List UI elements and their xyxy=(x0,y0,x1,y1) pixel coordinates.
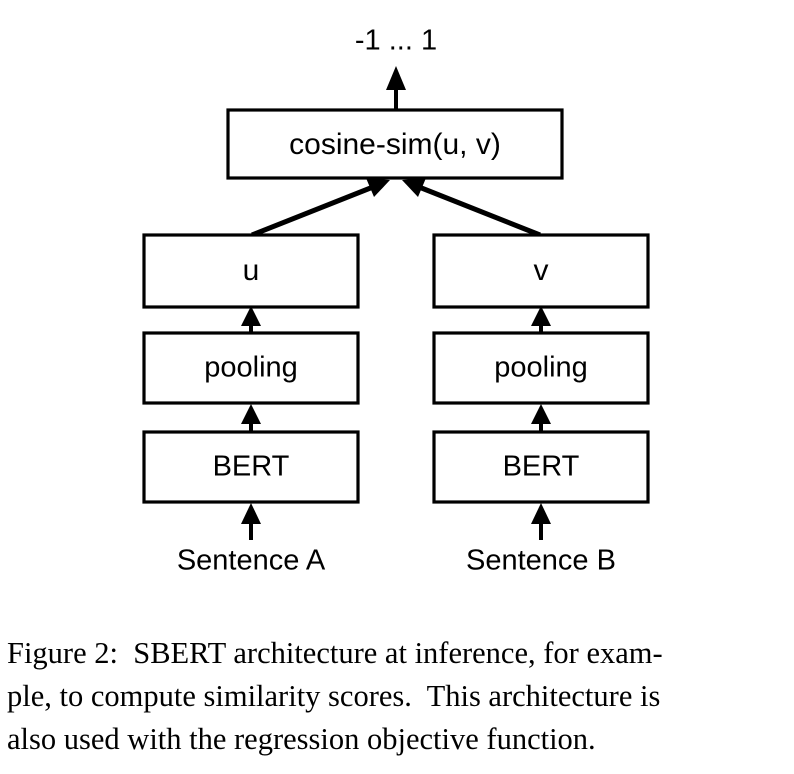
arrow-sentence-a-to-bert xyxy=(241,503,261,540)
arrow-left-pooling-to-u xyxy=(241,306,261,333)
caption-line-2: ple, to compute similarity scores. This … xyxy=(7,679,661,713)
figure-caption: Figure 2: SBERT architecture at inferenc… xyxy=(7,632,787,761)
caption-line-1: Figure 2: SBERT architecture at inferenc… xyxy=(7,636,663,670)
output-range-label: -1 ... 1 xyxy=(355,25,437,57)
arrow-right-pooling-to-v xyxy=(531,306,551,333)
sbert-architecture-diagram: -1 ... 1 cosine-sim(u, v) u xyxy=(142,25,650,577)
embedding-u-node: u xyxy=(142,233,360,309)
arrow-left-bert-to-pooling xyxy=(241,404,261,432)
cosine-sim-node: cosine-sim(u, v) xyxy=(226,108,564,180)
embedding-u-label: u xyxy=(243,254,260,287)
bert-left-label: BERT xyxy=(213,451,290,483)
arrow-v-to-cosine xyxy=(402,178,541,238)
arrow-sentence-b-to-bert xyxy=(531,503,551,540)
bert-right-label: BERT xyxy=(503,451,580,483)
input-sentence-b-label: Sentence B xyxy=(466,545,616,577)
pooling-right-label: pooling xyxy=(494,352,588,384)
caption-line-3: also used with the regression objective … xyxy=(7,722,596,756)
arrow-cosine-to-output xyxy=(386,66,406,110)
embedding-v-node: v xyxy=(432,233,650,309)
embedding-v-label: v xyxy=(534,254,549,287)
arrow-u-to-cosine xyxy=(251,178,390,238)
input-sentence-a-label: Sentence A xyxy=(177,545,326,577)
arrow-right-bert-to-pooling xyxy=(531,404,551,432)
bert-left-node: BERT xyxy=(142,430,360,504)
pooling-left-label: pooling xyxy=(204,352,298,384)
pooling-left-node: pooling xyxy=(142,331,360,405)
bert-right-node: BERT xyxy=(432,430,650,504)
pooling-right-node: pooling xyxy=(432,331,650,405)
cosine-sim-label: cosine-sim(u, v) xyxy=(289,128,501,161)
